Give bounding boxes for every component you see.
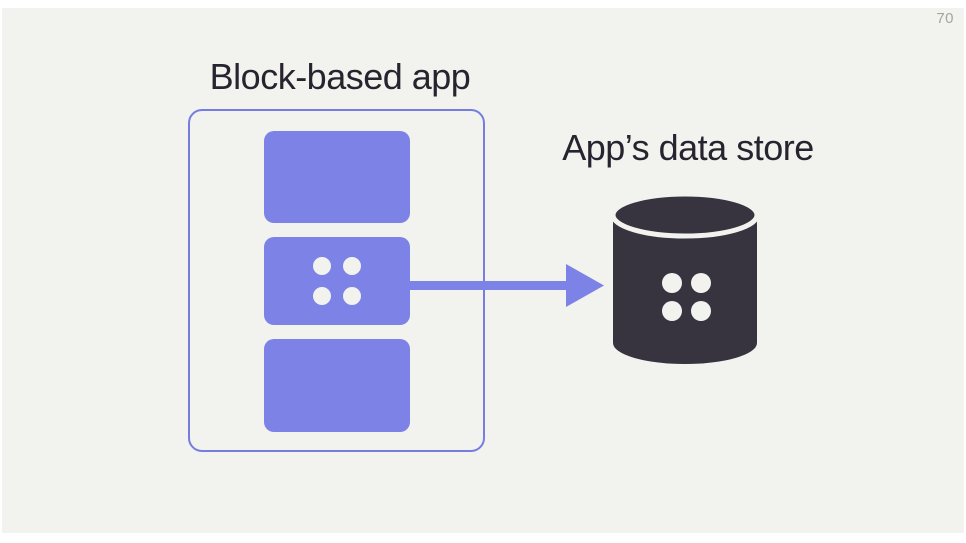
slide-canvas: 70 Block-based app App’s data store — [2, 8, 964, 533]
datastore-label: App’s data store — [562, 127, 814, 168]
dot — [312, 257, 331, 275]
app-block-top — [263, 131, 410, 223]
block-app-container — [188, 109, 485, 452]
app-block-middle — [263, 237, 410, 325]
four-dots-icon — [312, 257, 361, 305]
four-dots-icon — [662, 273, 711, 321]
block-app-label: Block-based app — [209, 56, 471, 97]
dot — [312, 287, 331, 305]
database-icon — [610, 191, 760, 364]
app-block-bottom — [263, 339, 410, 432]
arrow-right-icon — [408, 264, 604, 307]
dot — [342, 257, 361, 275]
dot — [342, 287, 361, 305]
page-number: 70 — [936, 10, 954, 27]
